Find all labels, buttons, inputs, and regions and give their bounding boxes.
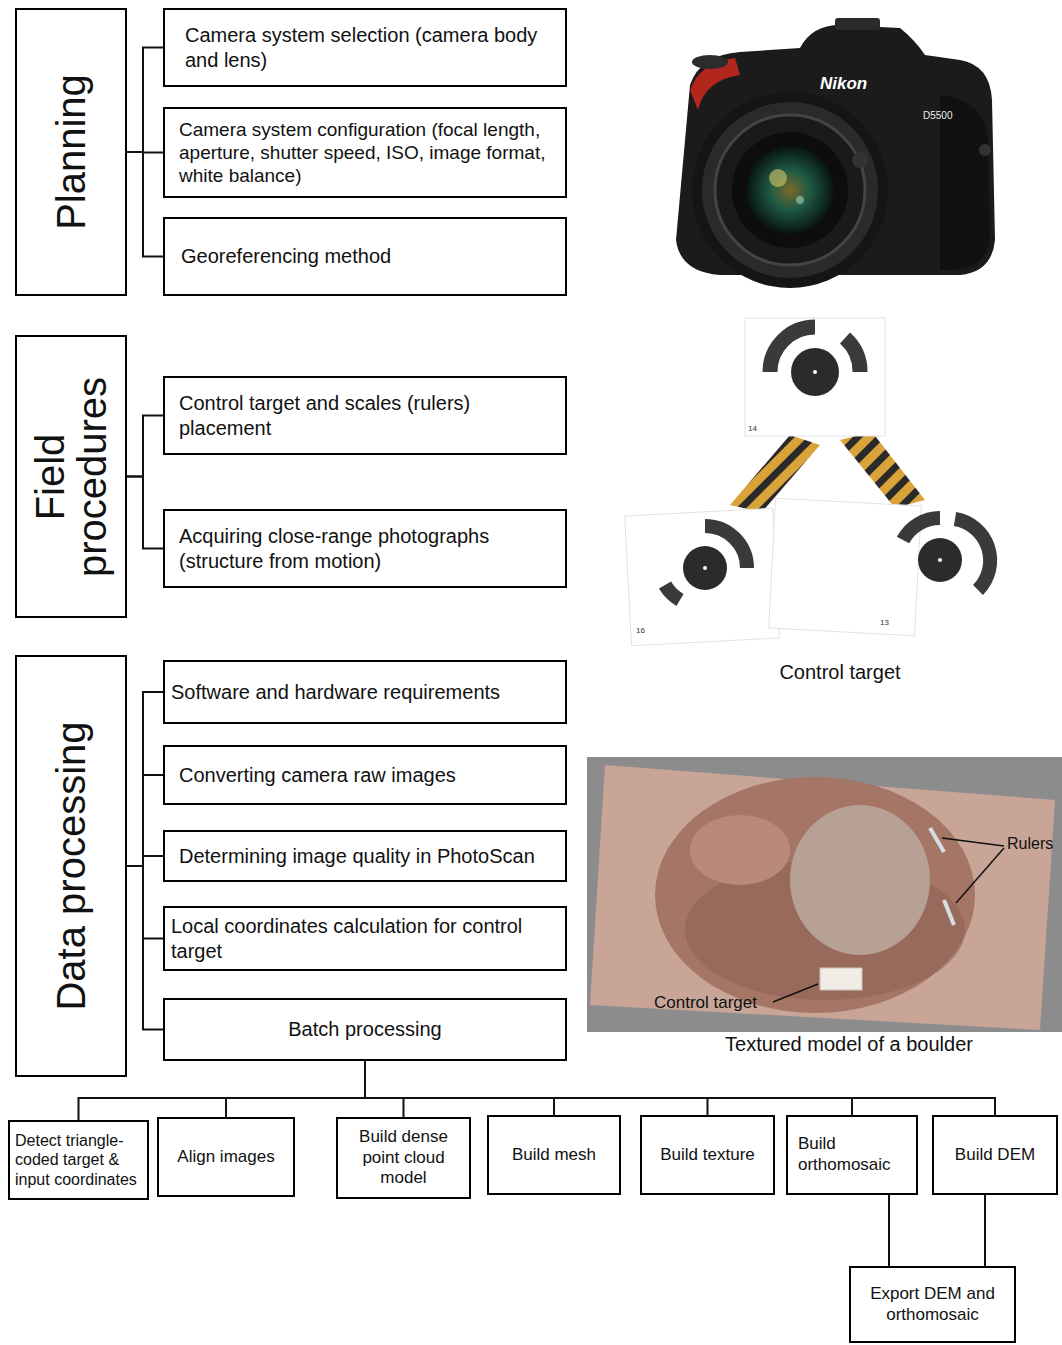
step-text: Export DEM and orthomosaic (857, 1284, 1008, 1325)
step-text: Detect triangle-coded target & input coo… (15, 1131, 142, 1190)
process-box: Local coordinates calculation for contro… (163, 906, 567, 971)
textured-model-photo (587, 757, 1062, 1032)
image-label: Control target (654, 993, 770, 1013)
connector-line (127, 692, 163, 866)
step-text: Local coordinates calculation for contro… (171, 914, 559, 963)
connector-line (365, 1061, 554, 1115)
section-box: Field procedures (15, 335, 127, 618)
section-title: Field procedures (29, 345, 113, 608)
process-box: Acquiring close-range photographs (struc… (163, 509, 567, 588)
connector-line (127, 866, 163, 939)
connector-line (984, 1195, 986, 1266)
step-text: Converting camera raw images (179, 763, 551, 787)
image-label: Textured model of a boulder (699, 1033, 999, 1056)
image-label: 13 (880, 618, 900, 627)
step-text: Camera system configuration (focal lengt… (179, 118, 551, 188)
step-text: Software and hardware requirements (171, 680, 559, 704)
connector-line (365, 1061, 708, 1115)
step-text: Build DEM (940, 1145, 1050, 1166)
process-box: Build dense point cloud model (336, 1117, 471, 1199)
connector-line (365, 1061, 404, 1117)
process-box: Camera system selection (camera body and… (163, 8, 567, 87)
step-text: Build dense point cloud model (344, 1127, 463, 1189)
step-text: Control target and scales (rulers) place… (179, 391, 551, 440)
section-box: Data processing (15, 655, 127, 1077)
process-box: Export DEM and orthomosaic (849, 1266, 1016, 1343)
process-box: Build texture (640, 1115, 775, 1195)
image-label: D5500 (923, 110, 967, 122)
step-text: Georeferencing method (181, 244, 549, 268)
section-title: Planning (50, 18, 92, 286)
process-box: Align images (157, 1117, 295, 1197)
connector-line (127, 152, 163, 257)
connector-line (127, 477, 163, 549)
control-target-photo (625, 318, 990, 646)
process-box: Georeferencing method (163, 217, 567, 296)
process-box: Determining image quality in PhotoScan (163, 830, 567, 882)
process-box: Software and hardware requirements (163, 660, 567, 724)
image-label: 14 (748, 424, 768, 433)
process-box: Build mesh (487, 1115, 621, 1195)
image-label: Control target (740, 661, 940, 684)
section-title: Data processing (50, 665, 92, 1067)
step-text: Batch processing (175, 1017, 555, 1041)
image-label: Nikon (820, 74, 882, 94)
image-label: Rulers (1007, 835, 1057, 853)
connector-line (127, 416, 163, 477)
connector-line (226, 1061, 365, 1117)
process-box: Camera system configuration (focal lengt… (163, 107, 567, 198)
connector-line (888, 1195, 890, 1266)
image-label: 16 (636, 626, 656, 635)
step-text: Determining image quality in PhotoScan (179, 844, 551, 868)
step-text: Build mesh (495, 1145, 613, 1166)
section-box: Planning (15, 8, 127, 296)
process-box: Detect triangle-coded target & input coo… (8, 1120, 149, 1200)
process-box: Batch processing (163, 998, 567, 1061)
step-text: Align images (165, 1147, 287, 1168)
connector-line (127, 866, 163, 1030)
step-text: Camera system selection (camera body and… (185, 23, 545, 72)
connector-line (127, 775, 163, 866)
camera-photo (676, 18, 995, 288)
process-box: Build DEM (932, 1115, 1058, 1195)
connector-line (365, 1061, 995, 1115)
process-box: Control target and scales (rulers) place… (163, 376, 567, 455)
process-box: Converting camera raw images (163, 745, 567, 805)
connector-line (127, 48, 163, 153)
connector-line (127, 856, 163, 866)
step-text: Build texture (648, 1145, 767, 1166)
connector-line (365, 1061, 852, 1115)
step-text: Acquiring close-range photographs (struc… (179, 524, 551, 573)
process-box: Build orthomosaic (786, 1115, 918, 1195)
step-text: Build orthomosaic (798, 1134, 906, 1175)
